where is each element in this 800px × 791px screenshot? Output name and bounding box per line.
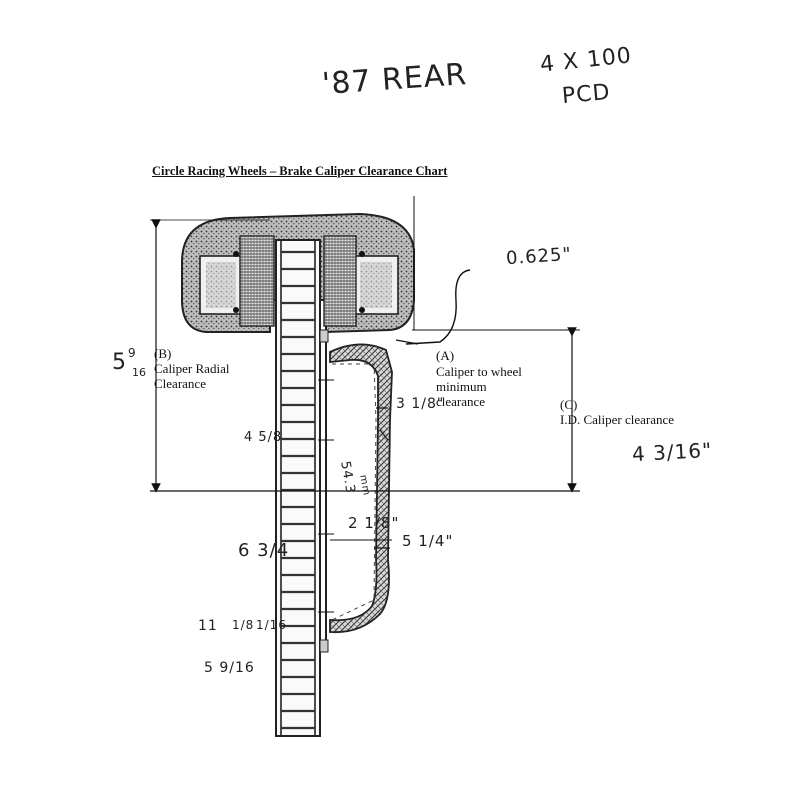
label-c-line1: I.D. Caliper clearance (560, 412, 675, 427)
chart-title: Circle Racing Wheels – Brake Caliper Cle… (152, 164, 448, 178)
clearance-a-leader (405, 269, 471, 345)
dim-6-3-4: 6 3/4 (238, 540, 290, 561)
note-1-8: 1/8 (232, 618, 255, 632)
label-a-line2: minimum (436, 379, 487, 394)
wheel-barrel-ladder (275, 239, 321, 737)
id-caliper-c-value: 4 3/16" (631, 437, 713, 467)
note-5-9-16: 5 9/16 (204, 660, 255, 676)
dim-4-5-8: 4 5/8 (244, 430, 283, 445)
dim-2-1-8: 2 1/8" (348, 514, 400, 532)
label-a-letter: (A) (436, 348, 455, 363)
label-b-line2: Clearance (154, 376, 206, 391)
note-11: 11 (198, 618, 218, 634)
radial-b-whole: 5 (112, 350, 126, 375)
dim-5-1-4: 5 1/4" (402, 532, 454, 550)
label-b-line1: Caliper Radial (154, 361, 230, 376)
radial-b-num: 9 (128, 346, 136, 360)
radial-b-den: 16 (132, 366, 146, 379)
label-a-line3: clearance (436, 394, 486, 409)
brake-caliper-body (329, 343, 393, 634)
dim-3-1-8: 3 1/8" (396, 396, 445, 412)
label-b-letter: (B) (154, 346, 172, 361)
label-c-letter: (C) (560, 397, 578, 412)
label-a-line1: Caliper to wheel (436, 364, 522, 379)
note-1-16: 1/16 (256, 618, 287, 632)
